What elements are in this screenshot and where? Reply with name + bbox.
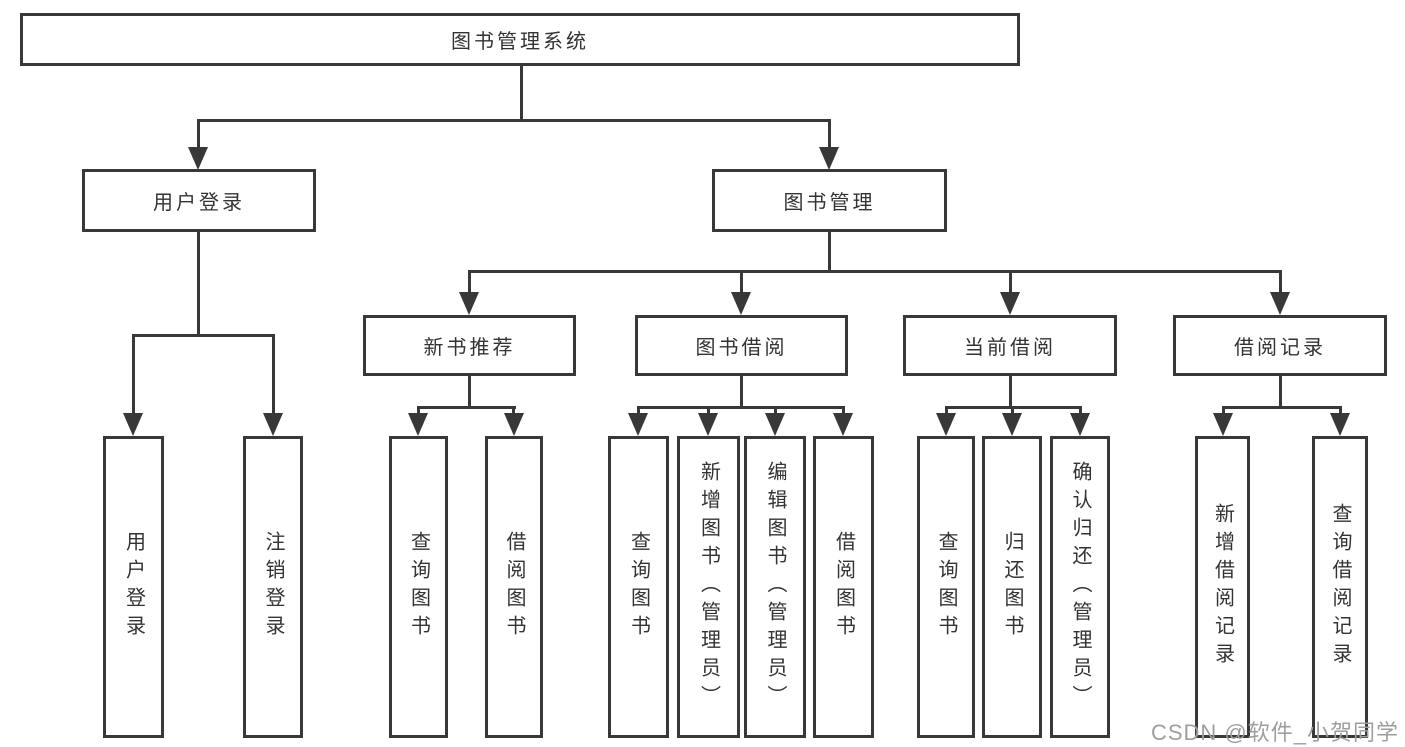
connector-line	[1339, 406, 1342, 418]
node-leaf-user-login: 用户登录	[103, 436, 164, 738]
connector-line	[197, 119, 831, 122]
connector-line	[774, 406, 777, 418]
node-leaf-edit-book-admin: 编辑图书（管理员）	[744, 436, 806, 738]
node-label: 新增借阅记录	[1211, 503, 1234, 671]
node-leaf-return-book: 归还图书	[982, 436, 1042, 738]
node-label: 图书管理	[783, 192, 876, 214]
connector-line	[197, 232, 200, 337]
node-label: 查询图书	[627, 531, 650, 643]
node-label: 借阅图书	[503, 531, 525, 643]
node-label: 用户登录	[153, 192, 245, 214]
connector-line	[197, 119, 200, 149]
connector-line	[945, 406, 948, 418]
connector-line	[1222, 406, 1225, 418]
connector-arrowhead	[1270, 292, 1290, 315]
node-label: 新书推荐	[423, 337, 516, 359]
node-leaf-confirm-return-admin: 确认归还（管理员）	[1050, 436, 1110, 738]
node-label: 归还图书	[1001, 531, 1023, 643]
node-label: 查询借阅记录	[1329, 503, 1351, 671]
connector-line	[707, 406, 710, 418]
connector-line	[740, 270, 743, 296]
connector-arrowhead	[698, 413, 718, 436]
connector-line	[417, 406, 516, 409]
connector-line	[1009, 270, 1012, 296]
connector-line	[468, 270, 471, 296]
connector-arrowhead	[263, 413, 283, 436]
node-label: 查询图书	[407, 531, 430, 643]
node-borrow-records: 借阅记录	[1173, 315, 1387, 376]
connector-line	[637, 406, 640, 418]
connector-arrowhead	[1000, 292, 1020, 315]
connector-line	[1222, 406, 1342, 409]
node-leaf-query-books-borrowing: 查询图书	[608, 436, 669, 738]
connector-line	[512, 406, 515, 418]
node-label: 用户登录	[122, 531, 145, 643]
connector-line	[468, 376, 471, 409]
node-leaf-query-borrow-record: 查询借阅记录	[1312, 436, 1368, 738]
connector-arrowhead	[1330, 413, 1350, 436]
connector-arrowhead	[1002, 413, 1022, 436]
connector-line	[468, 270, 1282, 273]
connector-line	[637, 406, 845, 409]
connector-arrowhead	[1213, 413, 1233, 436]
connector-line	[132, 334, 275, 337]
connector-arrowhead	[765, 413, 785, 436]
connector-line	[1279, 270, 1282, 296]
node-label: 注销登录	[262, 531, 284, 643]
node-leaf-logout: 注销登录	[243, 436, 303, 738]
connector-line	[1011, 406, 1014, 418]
node-label: 图书管理系统	[451, 31, 589, 53]
connector-line	[740, 376, 743, 409]
connector-line	[272, 334, 275, 416]
connector-arrowhead	[408, 413, 428, 436]
node-leaf-borrow-books-borrowing: 借阅图书	[813, 436, 874, 738]
node-new-book-recommend: 新书推荐	[363, 315, 576, 376]
connector-arrowhead	[628, 413, 648, 436]
connector-line	[828, 232, 831, 273]
connector-arrowhead	[188, 147, 208, 170]
connector-arrowhead	[833, 413, 853, 436]
node-label: 新增图书（管理员）	[697, 461, 720, 713]
node-book-management: 图书管理	[712, 169, 947, 232]
node-label: 编辑图书（管理员）	[764, 461, 786, 713]
watermark: CSDN @软件_小贺同学	[1150, 720, 1399, 745]
connector-arrowhead	[459, 292, 479, 315]
connector-line	[1279, 376, 1282, 409]
node-label: 当前借阅	[964, 337, 1056, 359]
node-leaf-add-book-admin: 新增图书（管理员）	[677, 436, 740, 738]
node-leaf-add-borrow-record: 新增借阅记录	[1195, 436, 1250, 738]
node-book-borrowing: 图书借阅	[635, 315, 848, 376]
node-leaf-query-books-current: 查询图书	[917, 436, 975, 738]
node-leaf-query-books-recommend: 查询图书	[389, 436, 448, 738]
connector-line	[842, 406, 845, 418]
connector-line	[132, 334, 135, 416]
connector-arrowhead	[819, 147, 839, 170]
connector-arrowhead	[123, 413, 143, 436]
connector-arrowhead	[504, 413, 524, 436]
connector-line	[520, 66, 523, 122]
node-user-login: 用户登录	[82, 169, 316, 232]
node-current-borrowing: 当前借阅	[903, 315, 1117, 376]
connector-arrowhead	[1070, 413, 1090, 436]
node-root-library-system: 图书管理系统	[20, 13, 1020, 66]
node-label: 查询图书	[935, 531, 957, 643]
connector-line	[828, 119, 831, 149]
node-label: 图书借阅	[695, 337, 788, 359]
node-label: 确认归还（管理员）	[1069, 461, 1091, 713]
node-leaf-borrow-books-recommend: 借阅图书	[485, 436, 543, 738]
connector-line	[1079, 406, 1082, 418]
connector-line	[1009, 376, 1012, 409]
node-label: 借阅记录	[1234, 337, 1326, 359]
connector-arrowhead	[731, 292, 751, 315]
connector-arrowhead	[936, 413, 956, 436]
connector-line	[417, 406, 420, 418]
node-label: 借阅图书	[832, 531, 855, 643]
